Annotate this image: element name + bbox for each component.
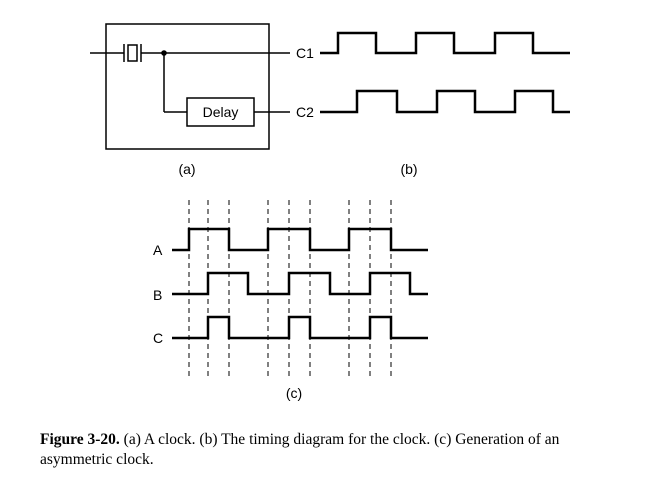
panel-a: Delay (a): [90, 23, 290, 177]
signal-label-c1: C1: [296, 45, 314, 61]
panel-b: C1 C2 (b): [296, 31, 570, 177]
signal-label-b: B: [153, 287, 162, 303]
panel-c-caption: (c): [286, 385, 302, 401]
enclosure-box: [105, 23, 270, 150]
panel-b-caption: (b): [400, 161, 417, 177]
waveform-c: [172, 315, 428, 340]
figure-caption-text: (a) A clock. (b) The timing diagram for …: [40, 431, 560, 468]
waveform-c2: [320, 89, 570, 114]
waveform-b: [172, 271, 428, 296]
crystal-icon: [127, 44, 138, 62]
waveform-c1: [320, 31, 570, 55]
delay-label: Delay: [203, 104, 239, 120]
waveform-a: [172, 227, 428, 252]
signal-label-c: C: [153, 330, 163, 346]
figure-caption-label: Figure 3-20.: [40, 431, 120, 448]
signal-label-a: A: [153, 242, 163, 258]
panel-a-caption: (a): [178, 161, 195, 177]
signal-label-c2: C2: [296, 104, 314, 120]
panel-c: A B C (c): [153, 200, 428, 401]
figure-caption: Figure 3-20. (a) A clock. (b) The timing…: [40, 430, 625, 470]
